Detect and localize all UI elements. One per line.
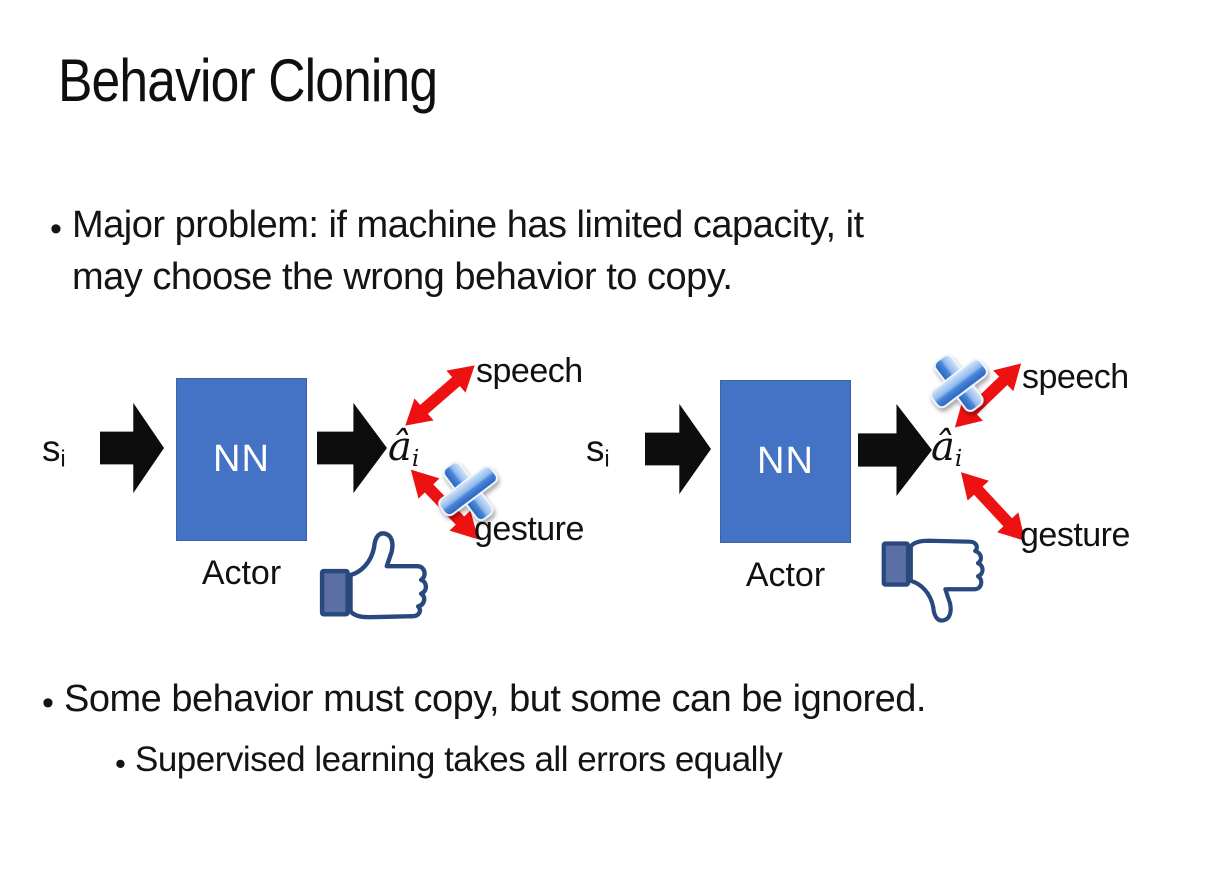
thumbs-up-icon [319, 531, 429, 620]
speech-label: speech [1022, 358, 1129, 396]
predicted-action-subscript: i [411, 444, 420, 472]
speech-label: speech [476, 352, 583, 390]
predicted-action-base: â [388, 424, 412, 470]
thumbs-down-icon [881, 538, 985, 623]
input-state-base: s [42, 428, 61, 469]
bullet-dot: • [42, 684, 54, 722]
actor-label: Actor [745, 556, 826, 594]
nn-label: NN [213, 438, 270, 480]
predicted-action-base: â [931, 424, 955, 470]
bullet-major-problem-line2: may choose the wrong behavior to copy. [72, 256, 733, 298]
bullet-supervised-learning: Supervised learning takes all errors equ… [135, 740, 783, 779]
actor-label: Actor [201, 554, 282, 592]
nn-box: NN [176, 378, 307, 541]
input-state-subscript: i [604, 445, 610, 472]
nn-box: NN [720, 380, 851, 543]
cross-mark-icon [432, 457, 503, 524]
gesture-label: gesture [1020, 516, 1130, 554]
input-state-label: si [586, 428, 610, 473]
page-title: Behavior Cloning [58, 47, 438, 114]
bullet-dot: • [115, 746, 126, 781]
predicted-action-subscript: i [954, 444, 963, 472]
input-state-label: si [42, 428, 66, 473]
speech-arrow-icon [395, 354, 485, 438]
input-arrow-icon [100, 402, 164, 494]
gesture-label: gesture [474, 510, 584, 548]
nn-label: NN [757, 440, 814, 482]
input-state-base: s [586, 428, 605, 469]
predicted-action-label: âi [388, 424, 419, 472]
bullet-major-problem-line1: Major problem: if machine has limited ca… [72, 204, 864, 246]
input-arrow-icon [645, 403, 711, 495]
predicted-action-label: âi [931, 424, 962, 472]
bullet-some-behavior: Some behavior must copy, but some can be… [64, 678, 926, 720]
input-state-subscript: i [60, 445, 66, 472]
cross-mark-icon [924, 349, 993, 417]
output-arrow-icon [317, 402, 387, 494]
output-arrow-icon [858, 403, 932, 497]
bullet-dot: • [50, 210, 62, 248]
